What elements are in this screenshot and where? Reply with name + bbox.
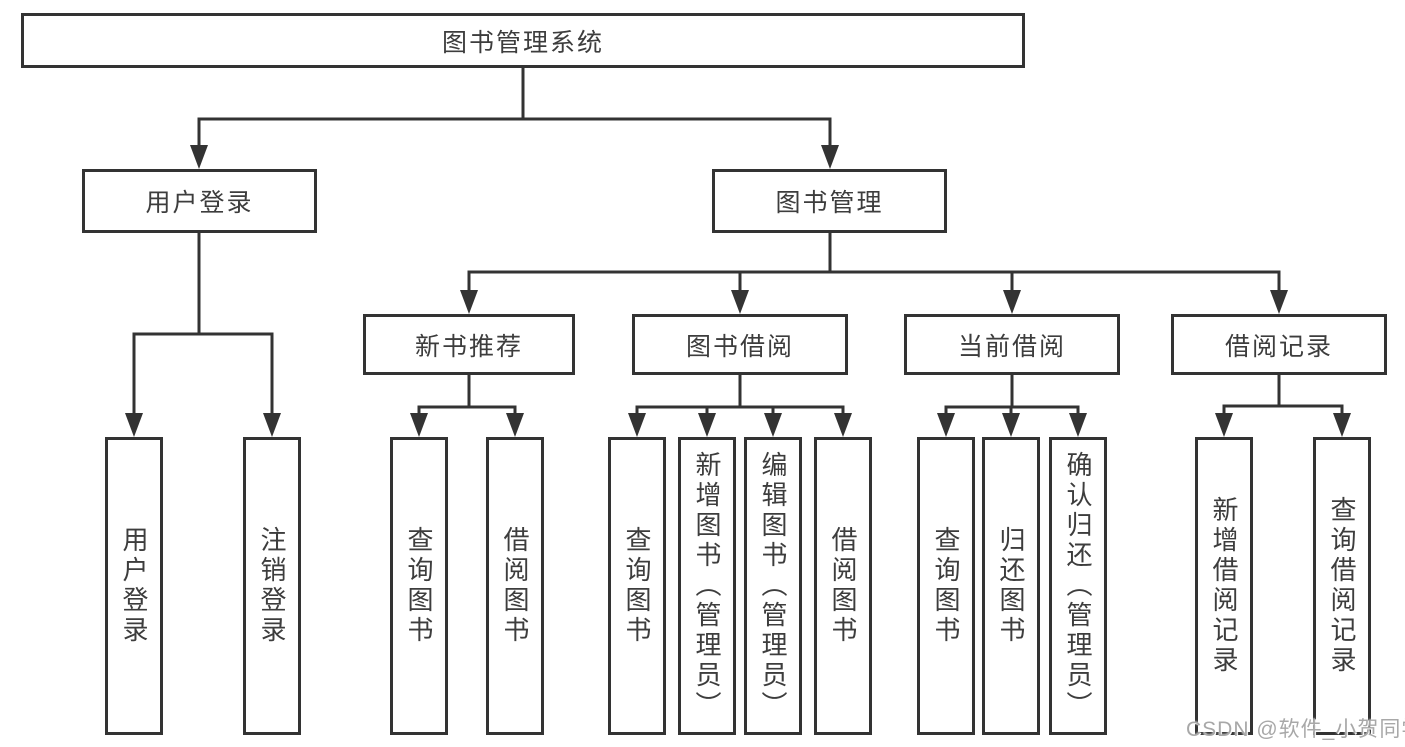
- leaf-logout-label: 注销登录: [257, 526, 287, 646]
- leaf-borrow-books-label: 借阅图书: [828, 526, 858, 646]
- leaf-query-books-recommend: 查询图书: [390, 437, 448, 735]
- leaf-query-books-recommend-label: 查询图书: [404, 526, 434, 646]
- leaf-borrow-books-recommend-label: 借阅图书: [500, 526, 530, 646]
- node-current-borrow: 当前借阅: [904, 314, 1120, 375]
- leaf-add-borrow-record: 新增借阅记录: [1195, 437, 1253, 735]
- leaf-query-borrow-record: 查询借阅记录: [1313, 437, 1371, 735]
- leaf-confirm-return-admin: 确认归还（管理员）: [1049, 437, 1107, 735]
- csdn-watermark: CSDN @软件_小贺同学: [1186, 718, 1405, 741]
- node-root-system-label: 图书管理系统: [441, 28, 604, 57]
- node-new-book-recommend: 新书推荐: [363, 314, 575, 375]
- node-user-login: 用户登录: [82, 169, 317, 233]
- leaf-query-books-borrow: 查询图书: [608, 437, 666, 735]
- leaf-add-books-admin: 新增图书（管理员）: [678, 437, 736, 735]
- node-root-system: 图书管理系统: [21, 13, 1025, 68]
- leaf-edit-books-admin: 编辑图书（管理员）: [744, 437, 802, 735]
- node-borrow-records: 借阅记录: [1171, 314, 1387, 375]
- leaf-query-borrow-record-label: 查询借阅记录: [1327, 496, 1357, 676]
- leaf-query-books-borrow-label: 查询图书: [622, 526, 652, 646]
- leaf-add-books-admin-label: 新增图书（管理员）: [692, 451, 722, 721]
- leaf-return-books-label: 归还图书: [996, 526, 1026, 646]
- leaf-return-books: 归还图书: [982, 437, 1040, 735]
- node-user-login-label: 用户登录: [145, 189, 254, 217]
- leaf-user-login: 用户登录: [105, 437, 163, 735]
- leaf-add-borrow-record-label: 新增借阅记录: [1209, 496, 1239, 676]
- node-book-borrow-label: 图书借阅: [685, 332, 794, 361]
- node-book-management-label: 图书管理: [775, 189, 884, 217]
- node-borrow-records-label: 借阅记录: [1224, 332, 1333, 361]
- leaf-query-books-current-label: 查询图书: [931, 526, 961, 646]
- leaf-user-login-label: 用户登录: [119, 526, 149, 646]
- leaf-edit-books-admin-label: 编辑图书（管理员）: [758, 451, 788, 721]
- node-book-management: 图书管理: [712, 169, 947, 233]
- leaf-borrow-books: 借阅图书: [814, 437, 872, 735]
- node-book-borrow: 图书借阅: [632, 314, 848, 375]
- node-current-borrow-label: 当前借阅: [957, 332, 1066, 361]
- leaf-logout: 注销登录: [243, 437, 301, 735]
- leaf-query-books-current: 查询图书: [917, 437, 975, 735]
- node-new-book-recommend-label: 新书推荐: [414, 332, 523, 361]
- leaf-confirm-return-admin-label: 确认归还（管理员）: [1063, 451, 1093, 721]
- leaf-borrow-books-recommend: 借阅图书: [486, 437, 544, 735]
- arrowheads: [125, 145, 1351, 437]
